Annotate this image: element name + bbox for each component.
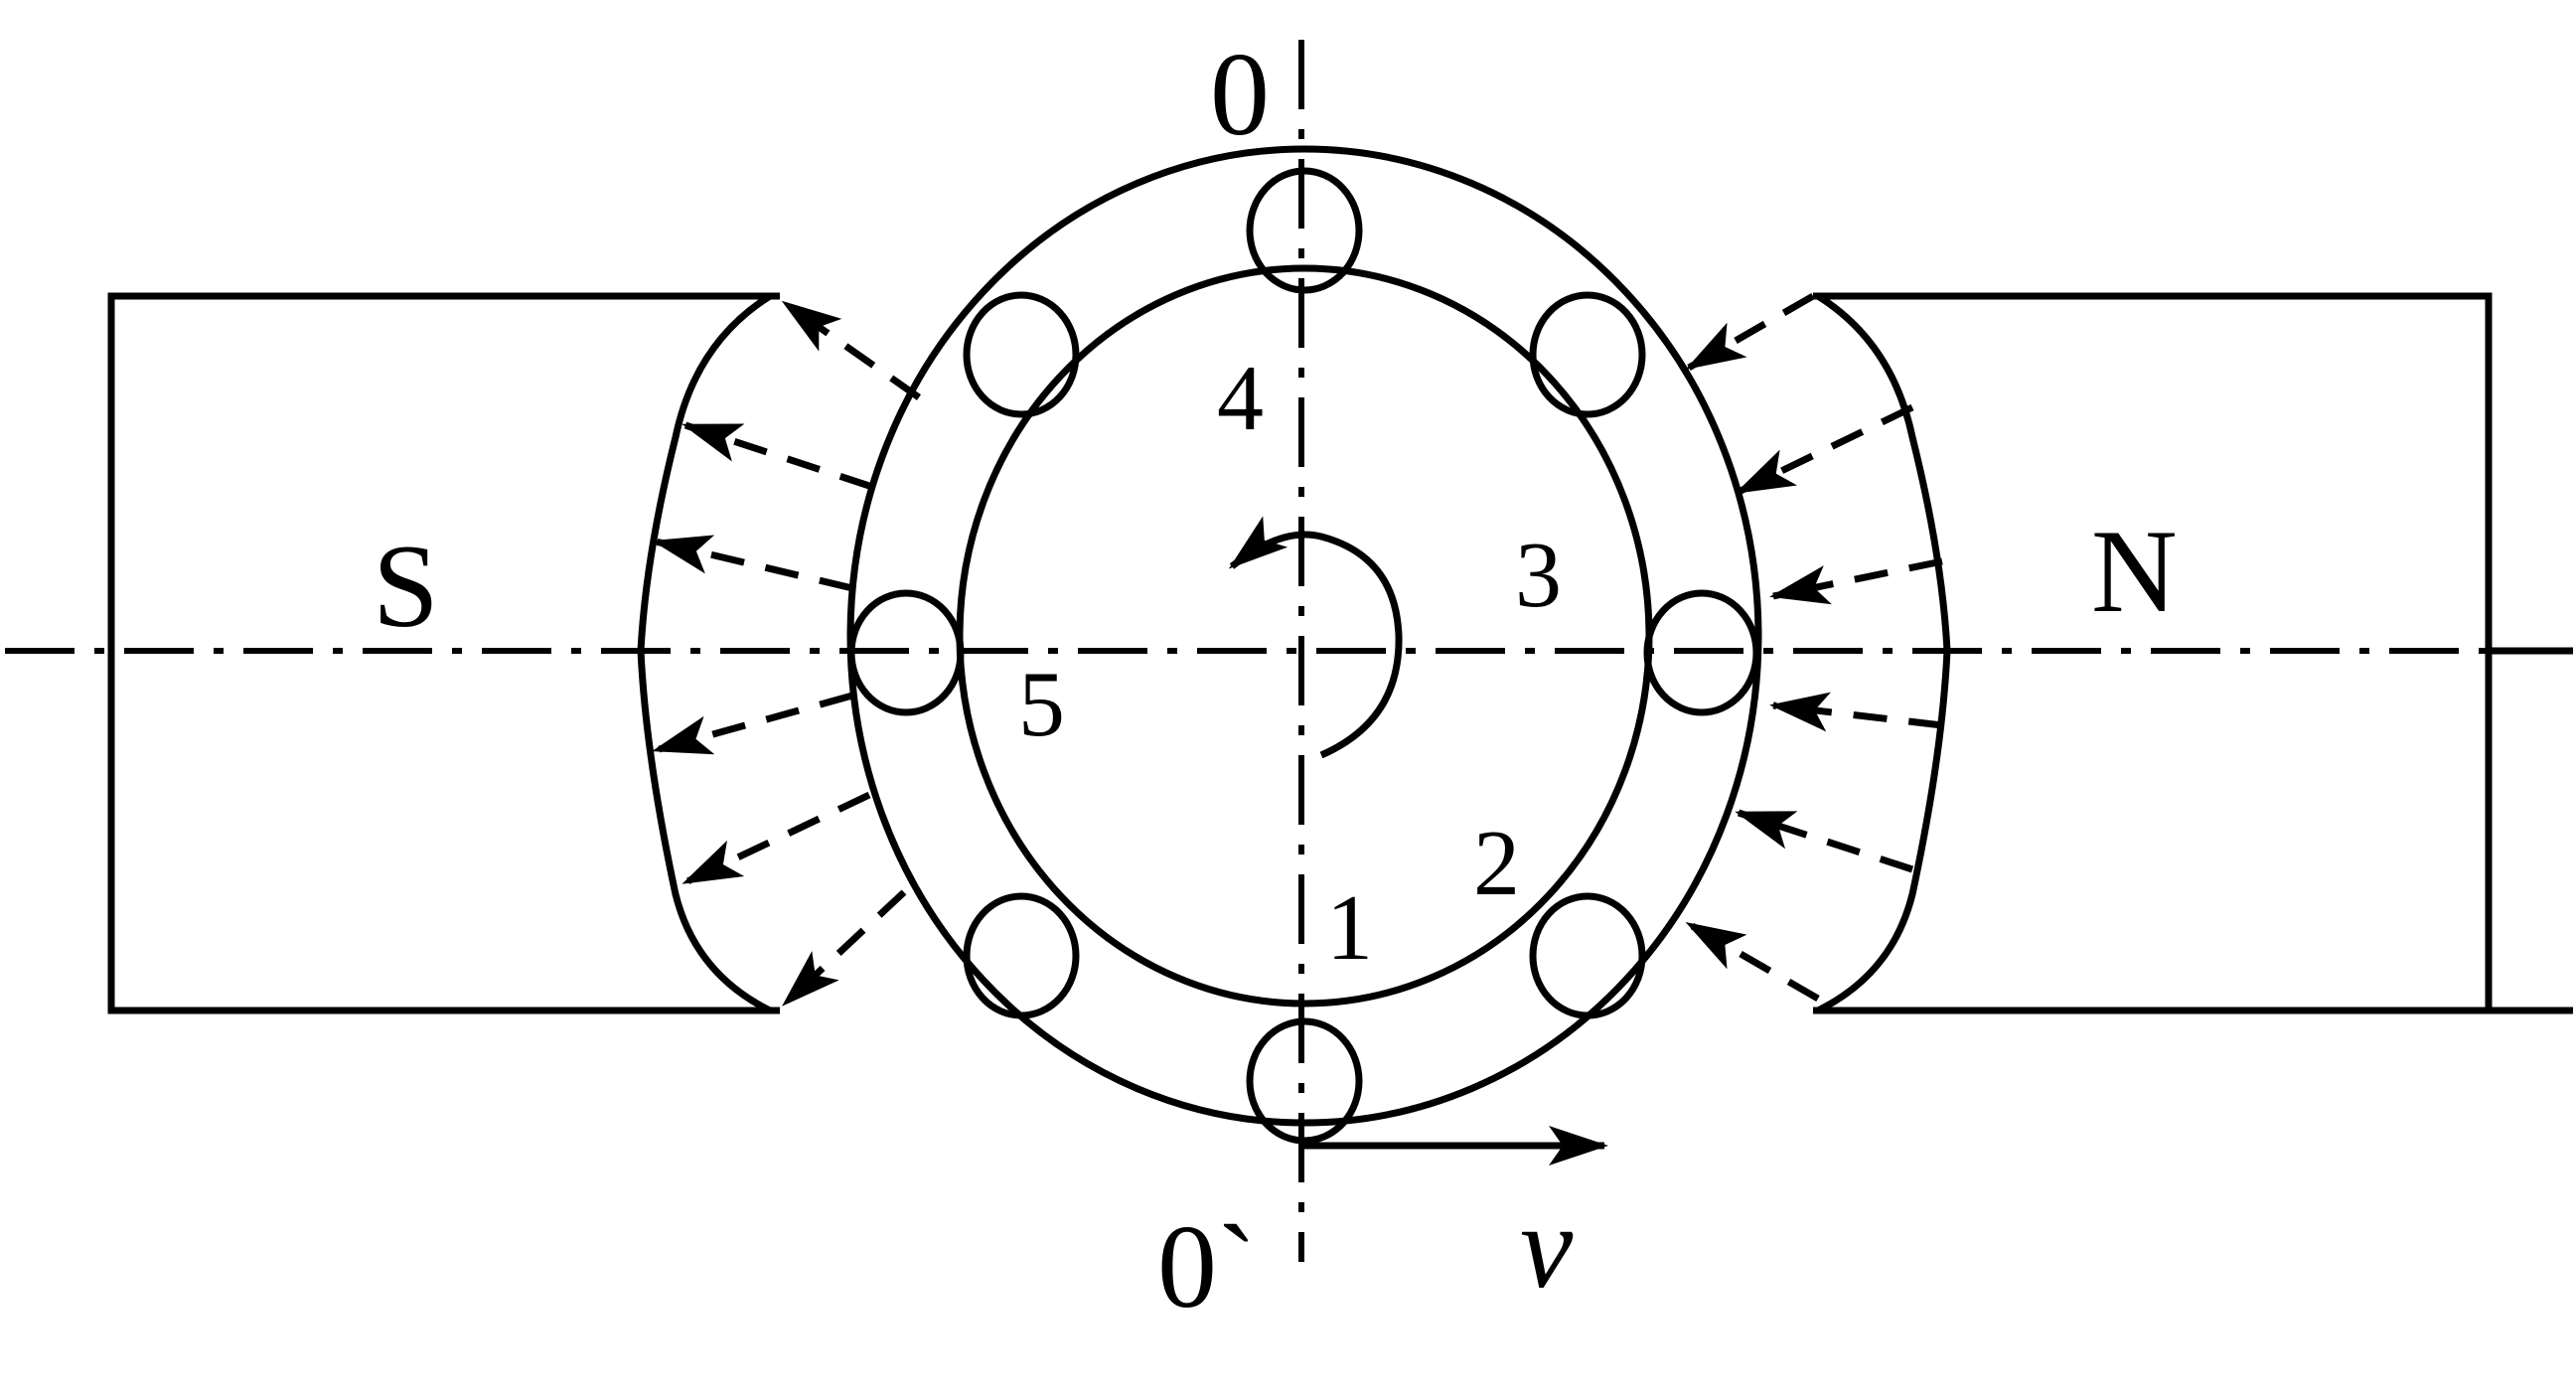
flux-lines-s-side [652,300,922,1007]
slot-left [847,589,965,716]
conductor-label-2: 2 [1473,812,1520,915]
axis-top-label: 0 [1210,28,1270,160]
slot-right [1643,589,1760,716]
conductor-label-3: 3 [1515,524,1562,627]
flux-lines-n-side [1685,292,1943,1003]
n-pole-face [1816,293,1951,1014]
s-pole-face [637,293,772,1014]
rotation-arrow [1228,516,1403,759]
slot-lower-right [1529,892,1646,1019]
slot-upper-left [963,291,1080,418]
conductor-slots [847,167,1760,1145]
axis-bottom-label: 0` [1157,1200,1257,1332]
n-pole-body [1813,292,2573,1014]
slot-lower-left [963,892,1080,1019]
slot-upper-right [1529,291,1646,418]
conductor-label-1: 1 [1326,876,1373,980]
n-pole-label: N [2091,505,2178,637]
s-pole-body [107,292,780,1014]
velocity-label: v [1520,1180,1574,1313]
slot-top [1246,167,1363,294]
conductor-label-5: 5 [1018,653,1065,756]
conductor-label-4: 4 [1217,347,1264,450]
s-pole-label: S [373,520,439,652]
slot-bottom [1246,1017,1363,1145]
